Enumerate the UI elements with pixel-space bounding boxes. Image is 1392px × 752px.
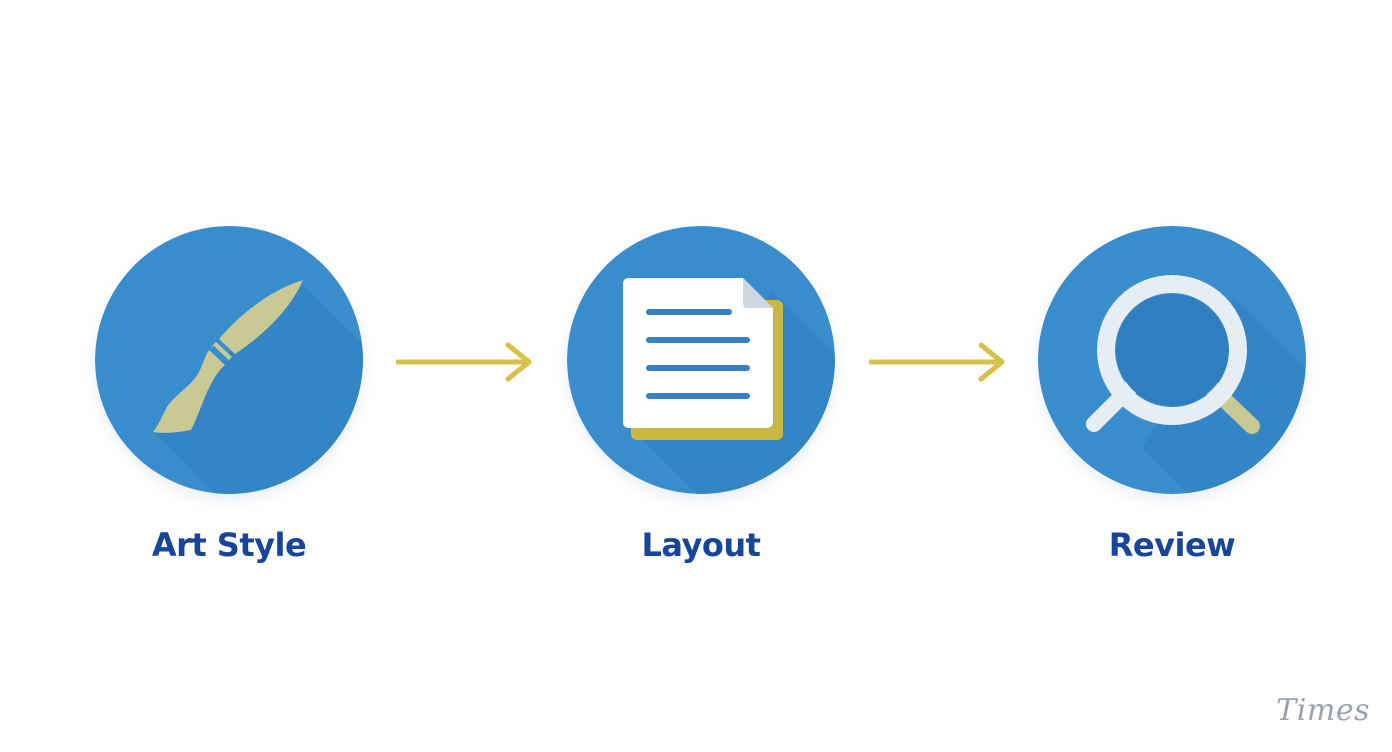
- step-layout: Layout: [567, 226, 837, 586]
- step-review: Review: [1038, 226, 1308, 586]
- art-style-circle: [95, 226, 363, 494]
- step-label-review: Review: [1108, 526, 1236, 564]
- arrow-right-icon: [396, 342, 532, 382]
- magnifying-glass-icon: [1038, 226, 1306, 494]
- step-label-layout: Layout: [641, 526, 761, 564]
- paintbrush-icon: [95, 226, 363, 494]
- times-watermark: Times: [1276, 693, 1370, 728]
- document-icon: [567, 226, 835, 494]
- layout-circle: [567, 226, 835, 494]
- step-art-style: Art Style: [95, 226, 365, 586]
- arrow-right-icon: [869, 342, 1005, 382]
- step-label-art-style: Art Style: [151, 526, 307, 564]
- review-circle: [1038, 226, 1306, 494]
